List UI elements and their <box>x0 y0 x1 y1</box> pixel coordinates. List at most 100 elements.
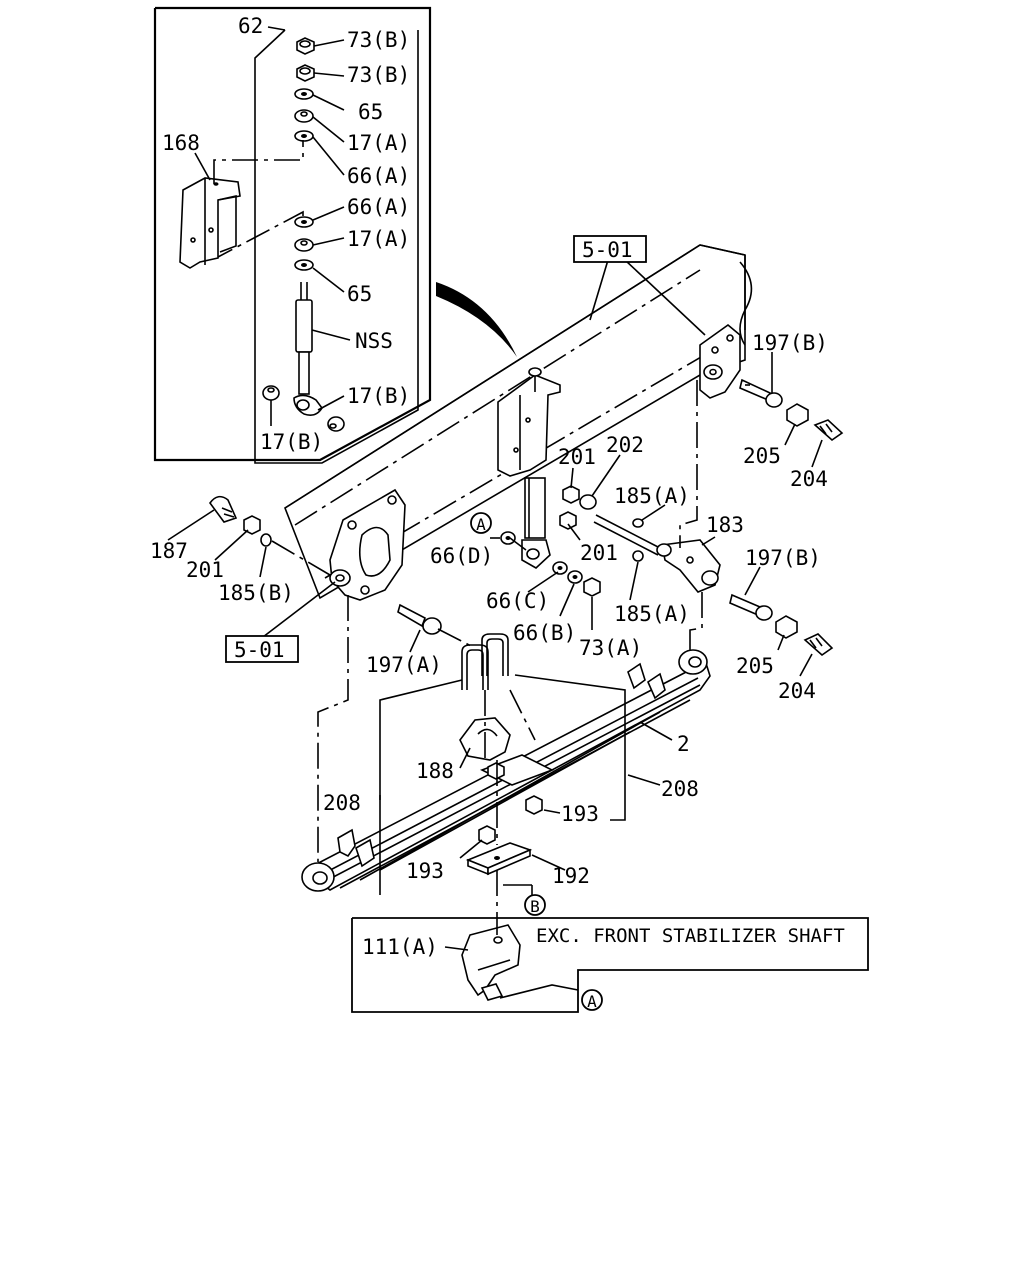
ref-circle-a-lower: A <box>581 989 603 1011</box>
label-66d: 66(D) <box>430 544 493 568</box>
label-111a: 111(A) <box>362 935 438 959</box>
washer-66d <box>500 531 516 545</box>
shackle-183 <box>656 539 721 593</box>
stabilizer-link-nss <box>293 282 323 416</box>
bushing-205-upper <box>786 403 809 427</box>
ref-box-5-01-bottom <box>225 635 299 663</box>
nut-73b-lower <box>296 64 315 82</box>
washer-66b <box>567 570 583 584</box>
label-208-2: 208 <box>661 777 699 801</box>
label-17a-2: 17(A) <box>347 227 410 251</box>
nut-201-upper <box>562 485 580 504</box>
label-205-2: 205 <box>736 654 774 678</box>
bolt-shock-lower <box>593 514 661 556</box>
label-188: 188 <box>416 759 454 783</box>
nut-193-lower <box>478 825 496 845</box>
washer-65-upper <box>294 88 314 100</box>
label-201-3: 201 <box>580 541 618 565</box>
nut-73b-upper <box>296 37 315 55</box>
label-193-2: 193 <box>406 859 444 883</box>
label-187: 187 <box>150 539 188 563</box>
label-66a-1: 66(A) <box>347 164 410 188</box>
label-5-01-top: 5-01 <box>582 238 633 262</box>
label-204-2: 204 <box>778 679 816 703</box>
washer-66c <box>552 561 568 575</box>
grease-nipple-204-upper <box>813 419 844 442</box>
detail-arrow <box>436 282 517 357</box>
bracket-168 <box>179 177 241 269</box>
bolt-197b-lower <box>729 593 773 621</box>
u-bolt-left <box>461 644 489 690</box>
ref-letter-a-lower: A <box>587 992 597 1011</box>
label-17b-2: 17(B) <box>260 430 323 454</box>
nut-193-right <box>525 795 543 815</box>
label-nss: NSS <box>355 329 393 353</box>
washer-185b <box>260 533 272 547</box>
washer-202 <box>579 494 597 510</box>
label-73b-1: 73(B) <box>347 28 410 52</box>
nut-73a <box>583 577 601 597</box>
label-204-1: 204 <box>790 467 828 491</box>
shock-absorber <box>497 367 561 569</box>
ref-letter-b: B <box>530 897 540 916</box>
label-185b: 185(B) <box>218 581 294 605</box>
label-197a: 197(A) <box>366 653 442 677</box>
front-spring-hanger <box>329 488 406 601</box>
label-65-1: 65 <box>358 100 383 124</box>
label-192: 192 <box>552 864 590 888</box>
label-208-1: 208 <box>323 791 361 815</box>
washer-66a-lower <box>294 216 314 228</box>
label-73b-2: 73(B) <box>347 63 410 87</box>
nut-201-left <box>243 515 261 535</box>
label-5-01-bottom: 5-01 <box>234 638 285 662</box>
label-183: 183 <box>706 513 744 537</box>
washer-185a-lower <box>632 550 644 562</box>
ref-box-5-01-top <box>573 235 647 263</box>
label-168: 168 <box>162 131 200 155</box>
label-17b-1: 17(B) <box>347 384 410 408</box>
label-197b-2: 197(B) <box>745 546 821 570</box>
label-62: 62 <box>238 14 263 38</box>
bushing-17a-lower <box>294 238 314 252</box>
label-66c: 66(C) <box>486 589 549 613</box>
grease-nipple-187 <box>209 495 238 523</box>
label-73a: 73(A) <box>579 636 642 660</box>
part-labels: 62 73(B) 73(B) 65 17(A) 66(A) 66(A) 17(A… <box>150 14 845 959</box>
label-201-1: 201 <box>558 445 596 469</box>
bushing-17a-upper <box>294 109 314 123</box>
note-text: EXC. FRONT STABILIZER SHAFT <box>536 925 845 947</box>
washer-65-lower <box>294 259 314 271</box>
washer-185a-upper <box>632 518 644 528</box>
label-185a-2: 185(A) <box>614 602 690 626</box>
label-66a-2: 66(A) <box>347 195 410 219</box>
bushing-17b-right <box>327 416 345 432</box>
spring-seat-192 <box>465 842 533 876</box>
washer-66a-upper <box>294 130 314 142</box>
leader-lines <box>167 26 823 999</box>
label-2: 2 <box>677 732 690 756</box>
grease-nipple-204-lower <box>803 633 834 657</box>
stabilizer-bracket-111a <box>461 924 521 1001</box>
u-bolt-right <box>481 633 509 676</box>
label-65-2: 65 <box>347 282 372 306</box>
label-197b-1: 197(B) <box>752 331 828 355</box>
label-185a-1: 185(A) <box>614 484 690 508</box>
label-201-2: 201 <box>186 558 224 582</box>
bushing-205-lower <box>775 615 798 639</box>
label-193-1: 193 <box>561 802 599 826</box>
label-202: 202 <box>606 433 644 457</box>
ref-circle-a-upper: A <box>470 512 492 534</box>
ref-letter-a-upper: A <box>476 515 486 534</box>
label-66b: 66(B) <box>513 621 576 645</box>
inset-detail <box>153 6 432 464</box>
bolt-197b-upper <box>739 378 783 408</box>
rear-spring-hanger <box>699 323 741 399</box>
nut-193-upper <box>487 762 505 780</box>
bolt-197a <box>397 603 442 635</box>
nut-201-lower <box>559 511 577 530</box>
ref-circle-b: B <box>524 894 546 916</box>
label-205-1: 205 <box>743 444 781 468</box>
bushing-17b-left <box>262 385 280 401</box>
label-17a-1: 17(A) <box>347 131 410 155</box>
